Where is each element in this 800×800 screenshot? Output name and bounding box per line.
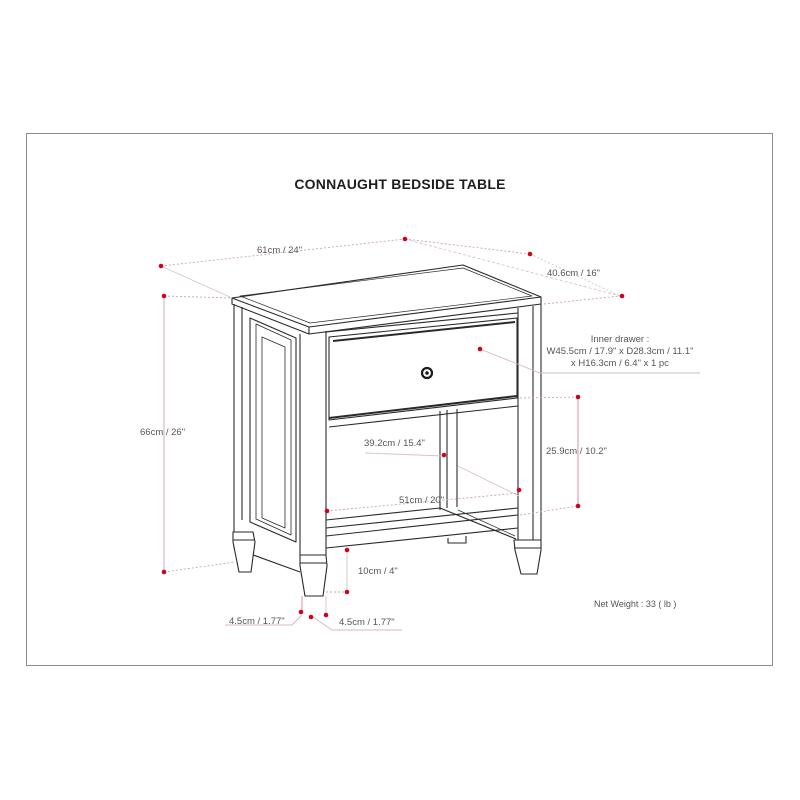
depth-dimension-label: 40.6cm / 16": [547, 268, 601, 279]
shelf-height-label: 25.9cm / 10.2": [546, 446, 607, 457]
diagram-title: CONNAUGHT BEDSIDE TABLE: [294, 176, 506, 192]
dimension-markers: [158, 236, 625, 620]
leg-height-label: 10cm / 4": [358, 566, 398, 577]
table-outline: [231, 264, 542, 597]
height-dimension-label: 66cm / 26": [140, 427, 186, 438]
shelf-width-label: 51cm / 20": [399, 495, 445, 506]
shelf-depth-label: 39.2cm / 15.4": [364, 438, 425, 449]
inner-drawer-line2: x H16.3cm / 6.4" x 1 pc: [571, 358, 669, 369]
leg-width-left-label: 4.5cm / 1.77": [229, 616, 285, 627]
width-dimension-label: 61cm / 24": [257, 245, 303, 256]
diagram-frame: [26, 133, 773, 666]
inner-drawer-title: Inner drawer :: [590, 334, 650, 345]
net-weight-label: Net Weight : 33 ( lb ): [594, 599, 677, 609]
dimension-lines: [160, 238, 700, 631]
leg-width-right-label: 4.5cm / 1.77": [339, 617, 395, 628]
inner-drawer-line1: W45.5cm / 17.9" x D28.3cm / 11.1": [546, 346, 694, 357]
